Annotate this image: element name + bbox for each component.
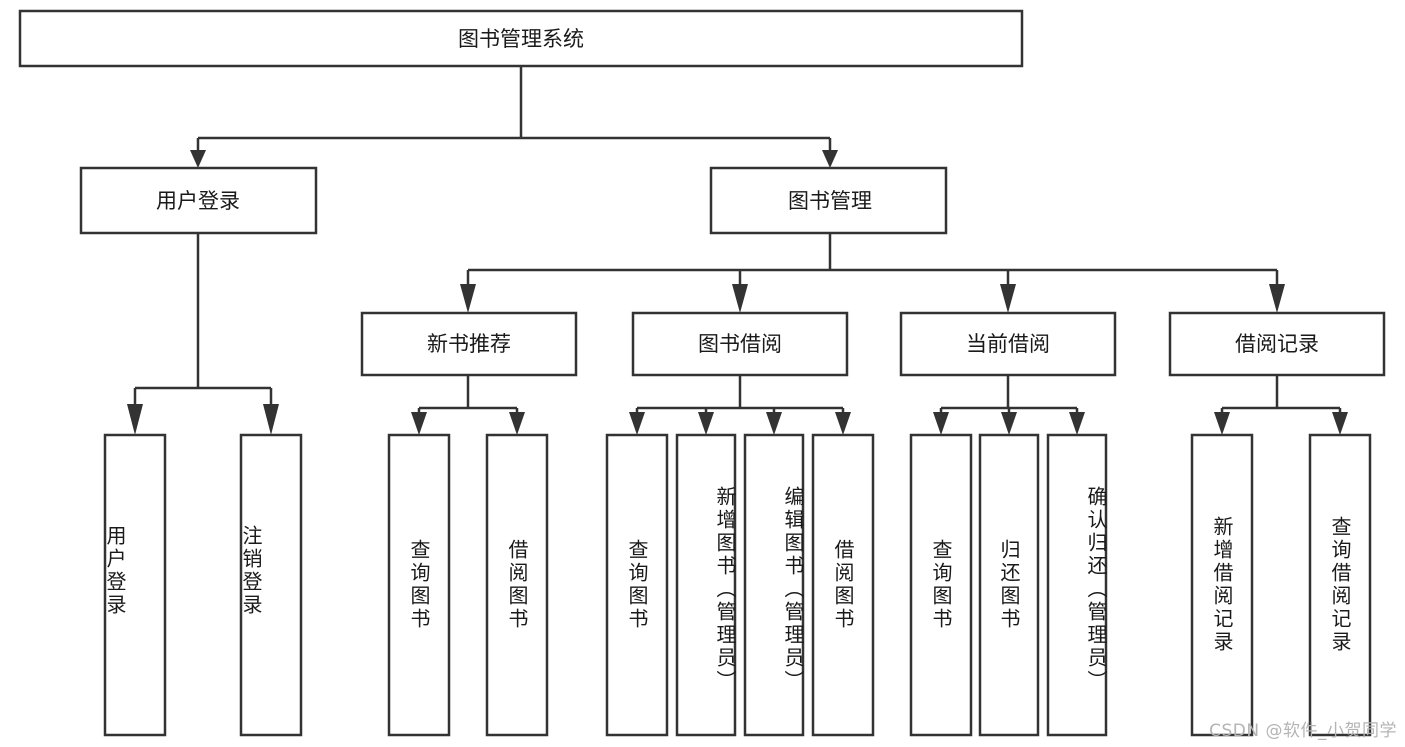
node-new-book-recommend[interactable] <box>360 311 578 377</box>
arrow-head-leaf-logout <box>263 404 279 435</box>
node-book-manage-label: 图书管理 <box>788 189 872 213</box>
node-book-borrow-label: 图书借阅 <box>698 332 782 356</box>
arrow-head-leaf-query-book-1 <box>411 412 427 435</box>
node-leaf-query-record[interactable] <box>1308 433 1372 737</box>
node-leaf-add-record[interactable] <box>1190 433 1254 737</box>
node-current-borrow-label: 当前借阅 <box>966 332 1050 356</box>
arrow-head-borrow-record <box>1269 284 1285 313</box>
arrow-head-leaf-query-book-2 <box>629 412 645 435</box>
node-book-borrow[interactable] <box>631 311 849 377</box>
node-leaf-confirm-return[interactable] <box>1046 433 1108 737</box>
arrow-head-book-borrow <box>732 284 748 313</box>
node-current-borrow[interactable] <box>899 311 1117 377</box>
node-book-manage[interactable] <box>709 166 948 235</box>
node-new-book-recommend-label: 新书推荐 <box>427 332 511 356</box>
csdn-watermark: CSDN @软件_小贺同学 <box>1209 721 1397 741</box>
node-leaf-edit-book[interactable] <box>743 433 805 737</box>
node-leaf-query-book-1[interactable] <box>387 433 451 737</box>
node-leaf-borrow-book-1[interactable] <box>485 433 549 737</box>
arrow-head-leaf-edit-book <box>766 412 782 435</box>
node-borrow-record[interactable] <box>1168 311 1386 377</box>
node-leaf-query-book-3[interactable] <box>909 433 973 737</box>
arrow-head-new-book-recommend <box>460 284 476 313</box>
node-user-login[interactable] <box>79 166 318 235</box>
node-leaf-return-book[interactable] <box>978 433 1040 737</box>
arrow-head-leaf-return-book <box>1001 412 1017 435</box>
node-user-login-label: 用户登录 <box>156 189 240 213</box>
arrow-head-current-borrow <box>1000 284 1016 313</box>
node-layer: 图书管理系统 用户登录 图书管理 新书推荐 图书借阅 当前借阅 借阅记录 <box>18 9 1386 737</box>
node-leaf-borrow-book-2[interactable] <box>811 433 875 737</box>
node-borrow-record-label: 借阅记录 <box>1235 332 1319 356</box>
connector-layer <box>127 66 1348 435</box>
node-leaf-query-book-2[interactable] <box>605 433 669 737</box>
node-root-label: 图书管理系统 <box>458 27 584 51</box>
arrow-head-user-login <box>190 150 206 168</box>
arrow-head-leaf-borrow-book-1 <box>509 412 525 435</box>
arrow-head-leaf-add-record <box>1214 412 1230 435</box>
node-root[interactable] <box>18 9 1024 68</box>
arrow-head-leaf-query-book-3 <box>933 412 949 435</box>
arrow-head-leaf-query-record <box>1332 412 1348 435</box>
arrow-head-leaf-confirm-return <box>1069 412 1085 435</box>
arrow-head-leaf-add-book <box>698 412 714 435</box>
node-leaf-logout[interactable] <box>239 433 303 737</box>
arrow-head-leaf-user-login <box>127 404 143 435</box>
arrow-head-leaf-borrow-book-2 <box>835 412 851 435</box>
node-leaf-user-login[interactable] <box>103 433 167 737</box>
node-leaf-add-book[interactable] <box>675 433 737 737</box>
arrow-head-book-manage <box>822 150 838 168</box>
